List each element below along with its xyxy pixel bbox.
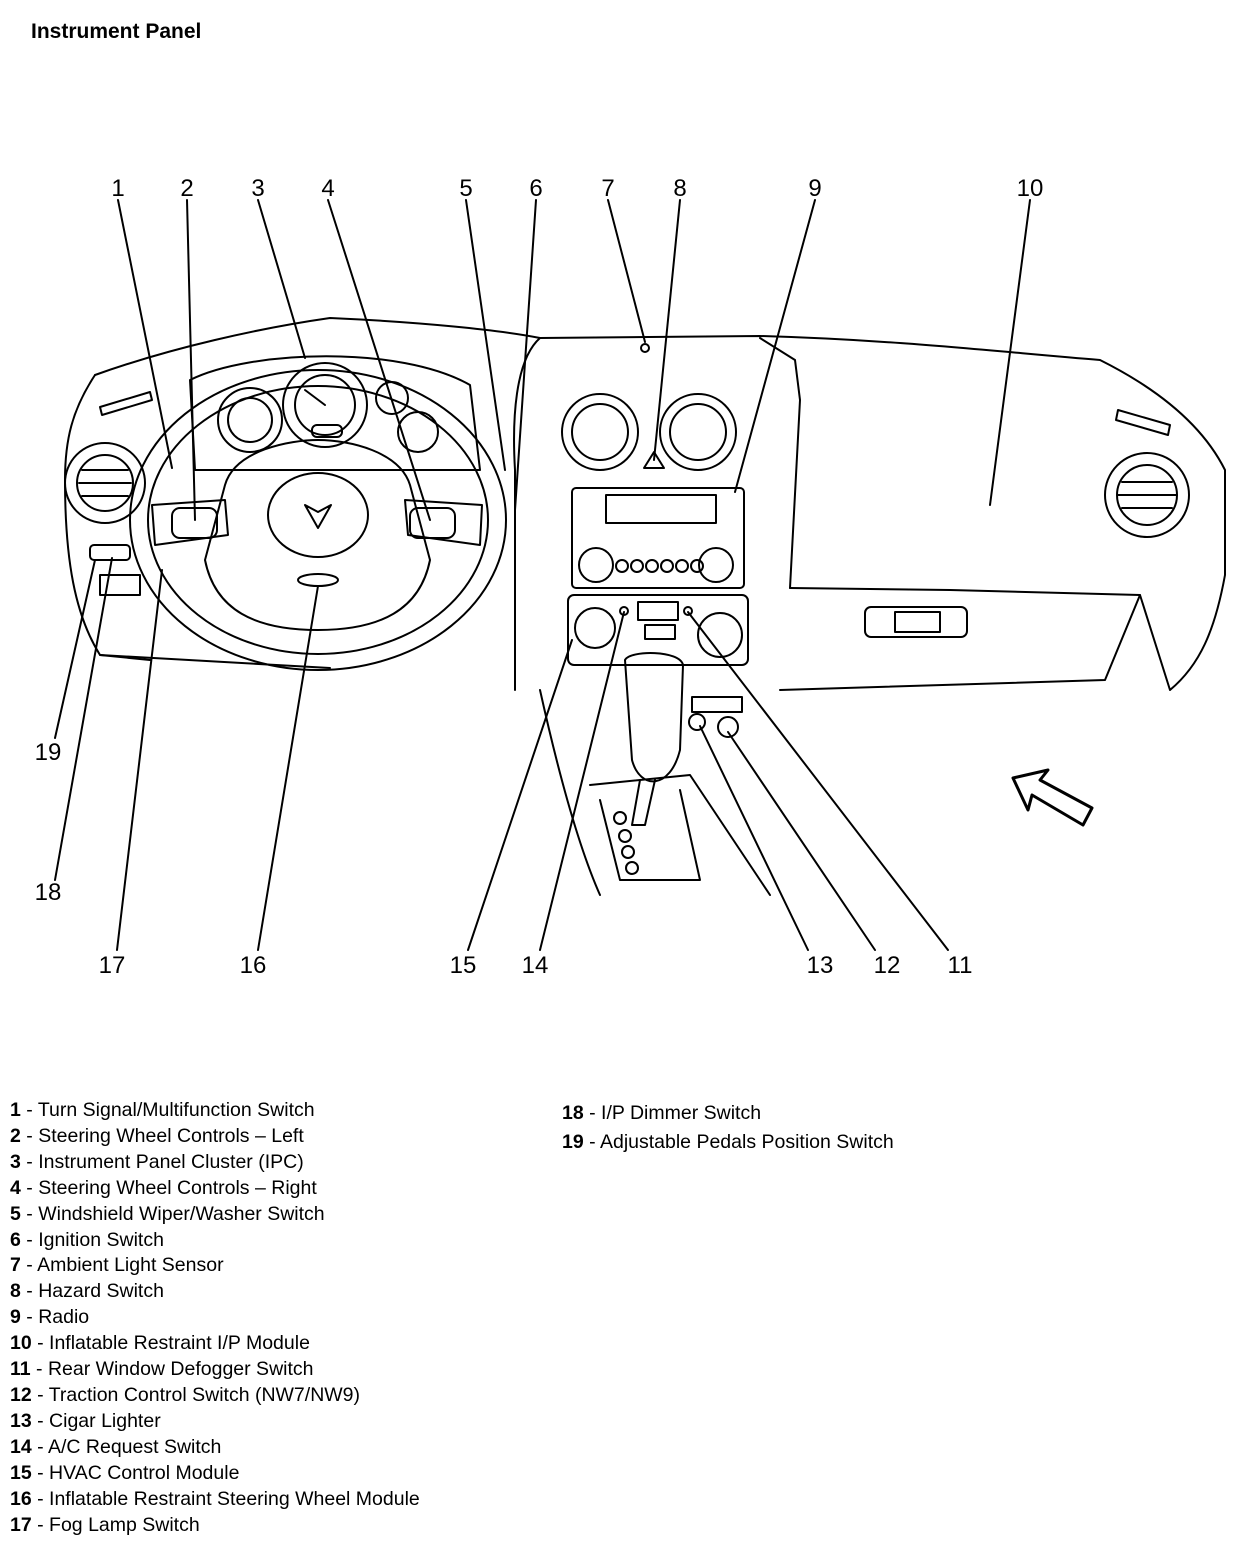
radio-unit [561, 343, 745, 589]
callout-number-13: 13 [807, 952, 834, 979]
callout-number-14: 14 [522, 952, 549, 979]
callout-number-5: 5 [459, 175, 472, 202]
callout-number-4: 4 [321, 175, 334, 202]
legend-item: 16 - Inflatable Restraint Steering Wheel… [10, 1487, 420, 1510]
instrument-cluster [189, 355, 481, 471]
right-air-vent [1104, 409, 1190, 538]
legend-item: 2 - Steering Wheel Controls – Left [10, 1124, 304, 1147]
legend-item: 18 - I/P Dimmer Switch [562, 1102, 762, 1124]
legend-item: 17 - Fog Lamp Switch [10, 1513, 200, 1536]
legend-item: 3 - Instrument Panel Cluster (IPC) [10, 1150, 304, 1173]
glove-box-handle [864, 606, 968, 638]
callout-number-9: 9 [808, 175, 821, 202]
legend-item: 1 - Turn Signal/Multifunction Switch [10, 1099, 315, 1121]
view-direction-arrow-icon [1011, 768, 1094, 827]
callout-number-12: 12 [874, 952, 901, 979]
legend-left: 1 - Turn Signal/Multifunction Switch 2 -… [10, 1098, 420, 1538]
page-title: Instrument Panel [31, 20, 202, 43]
legend-item: 11 - Rear Window Defogger Switch [10, 1358, 314, 1381]
callout-number-1: 1 [111, 175, 124, 202]
callout-leader-lines [54, 199, 1031, 951]
callout-number-11: 11 [948, 952, 973, 979]
callout-number-10: 10 [1017, 175, 1044, 202]
legend-item: 10 - Inflatable Restraint I/P Module [10, 1332, 310, 1355]
legend-item: 12 - Traction Control Switch (NW7/NW9) [10, 1383, 361, 1406]
steering-wheel [129, 369, 507, 671]
callout-number-15: 15 [450, 952, 477, 979]
callout-numbers: 1 2 3 4 5 6 7 8 9 10 11 12 13 14 15 16 1… [35, 175, 1044, 979]
callout-number-2: 2 [180, 175, 193, 202]
legend-right: 18 - I/P Dimmer Switch 19 - Adjustable P… [562, 1099, 894, 1157]
left-switch-bank [89, 544, 141, 596]
callout-number-19: 19 [35, 739, 62, 766]
legend-item: 4 - Steering Wheel Controls – Right [10, 1176, 317, 1199]
callout-number-18: 18 [35, 879, 62, 906]
left-air-vent [64, 391, 153, 524]
gear-shifter [539, 652, 771, 896]
dashboard-outline [64, 317, 1226, 691]
legend-item: 8 - Hazard Switch [10, 1280, 164, 1303]
callout-number-3: 3 [251, 175, 264, 202]
legend-item: 19 - Adjustable Pedals Position Switch [562, 1131, 894, 1153]
callout-number-7: 7 [601, 175, 614, 202]
legend-item: 9 - Radio [10, 1306, 90, 1329]
legend-item: 5 - Windshield Wiper/Washer Switch [10, 1202, 325, 1225]
legend-item: 15 - HVAC Control Module [10, 1461, 240, 1484]
legend-item: 13 - Cigar Lighter [10, 1409, 161, 1432]
callout-number-8: 8 [673, 175, 686, 202]
callout-number-6: 6 [529, 175, 542, 202]
legend-item: 6 - Ignition Switch [10, 1228, 164, 1251]
callout-number-17: 17 [99, 952, 126, 979]
instrument-panel-diagram: 1 2 3 4 5 6 7 8 9 10 11 12 13 14 15 16 1… [35, 175, 1226, 979]
legend-item: 7 - Ambient Light Sensor [10, 1254, 224, 1277]
hvac-control-module [567, 594, 749, 666]
callout-number-16: 16 [240, 952, 267, 979]
legend-item: 14 - A/C Request Switch [10, 1435, 222, 1458]
